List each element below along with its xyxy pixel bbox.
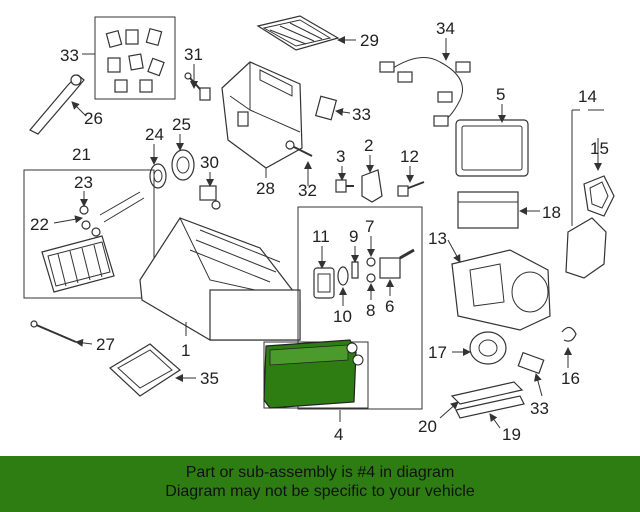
callout-33c: 33 [530, 399, 549, 418]
part-2-bracket[interactable] [361, 169, 383, 203]
part-17-blower-motor[interactable] [469, 331, 507, 365]
part-8-seal[interactable] [366, 273, 376, 283]
callout-17: 17 [428, 343, 447, 362]
callout-24: 24 [145, 125, 164, 144]
part-33-connector[interactable] [314, 95, 338, 121]
part-28-upper-housing[interactable] [221, 61, 303, 178]
callout-9: 9 [349, 227, 358, 246]
callout-23: 23 [74, 173, 93, 192]
callout-10: 10 [333, 307, 352, 326]
part-16-clip[interactable] [561, 326, 577, 342]
callout-12: 12 [400, 147, 419, 166]
callout-8: 8 [366, 301, 375, 320]
callout-28: 28 [256, 179, 275, 198]
part-11-valve[interactable] [313, 267, 335, 299]
part-34-wiring-harness[interactable] [379, 57, 471, 127]
callout-21: 21 [72, 145, 91, 164]
callout-1: 1 [181, 341, 190, 360]
callout-32: 32 [298, 181, 317, 200]
callout-11: 11 [312, 227, 330, 246]
callout-2: 2 [364, 136, 373, 155]
part-1-lower-housing[interactable] [139, 217, 301, 341]
callout-14: 14 [578, 87, 597, 106]
callout-6: 6 [385, 297, 394, 316]
part-9-clip[interactable] [351, 261, 359, 279]
callout-18: 18 [542, 203, 561, 222]
part-4-evaporator-core[interactable] [263, 339, 364, 409]
banner-line-1: Part or sub-assembly is #4 in diagram [185, 464, 455, 481]
info-banner: Part or sub-assembly is #4 in diagram Di… [0, 456, 640, 512]
callout-7: 7 [365, 217, 374, 236]
callout-26: 26 [84, 109, 103, 128]
part-19-duct-seal[interactable] [455, 395, 525, 419]
callout-13: 13 [428, 229, 447, 248]
part-5-frame[interactable] [455, 119, 529, 177]
callout-35: 35 [200, 369, 219, 388]
leader-lines [53, 36, 602, 429]
callout-34: 34 [436, 19, 455, 38]
part-27-rod[interactable] [30, 320, 77, 343]
part-30-actuator[interactable] [199, 185, 221, 210]
callout-3: 3 [336, 147, 345, 166]
callout-30: 30 [200, 153, 219, 172]
callout-25: 25 [172, 115, 191, 134]
part-24-grommet[interactable] [149, 163, 167, 189]
callout-4: 4 [334, 425, 343, 444]
callout-22: 22 [30, 215, 49, 234]
callout-33a: 33 [60, 46, 79, 65]
part-18-filter[interactable] [457, 191, 519, 229]
part-6-expansion-valve[interactable] [379, 248, 415, 279]
part-33-clips-box[interactable] [94, 16, 176, 100]
part-7-seal[interactable] [366, 257, 376, 267]
part-20-seal-strip[interactable] [450, 381, 524, 405]
part-13-blower-housing[interactable] [451, 249, 551, 331]
callout-5: 5 [496, 85, 505, 104]
callout-27: 27 [96, 335, 115, 354]
callout-19: 19 [502, 425, 521, 444]
part-33-module[interactable] [517, 351, 545, 375]
part-29-filter[interactable] [256, 15, 340, 51]
part-26-tube[interactable] [29, 74, 85, 135]
part-21-heater-core-box[interactable] [23, 169, 155, 299]
part-12-screw[interactable] [397, 181, 425, 197]
part-15-gasket[interactable] [583, 175, 615, 217]
part-32-pin[interactable] [285, 140, 313, 157]
callout-16: 16 [561, 369, 580, 388]
banner-line-2: Diagram may not be specific to your vehi… [165, 483, 475, 500]
callout-29: 29 [360, 31, 379, 50]
part-14-duct[interactable] [565, 109, 607, 279]
callout-31: 31 [184, 45, 203, 64]
part-31-sensor[interactable] [184, 72, 211, 101]
part-35-resistor[interactable] [109, 343, 181, 397]
callout-labels: 33 31 29 34 33 5 14 26 24 25 30 21 23 22… [30, 19, 609, 444]
callout-20: 20 [418, 417, 437, 436]
part-10-oring[interactable] [337, 266, 349, 286]
part-25-motor[interactable] [171, 149, 195, 181]
part-3-bolt[interactable] [335, 179, 354, 193]
callout-33b: 33 [352, 105, 371, 124]
exploded-parts-diagram: 33 31 29 34 33 5 14 26 24 25 30 21 23 22… [23, 15, 615, 444]
callout-15: 15 [590, 139, 609, 158]
